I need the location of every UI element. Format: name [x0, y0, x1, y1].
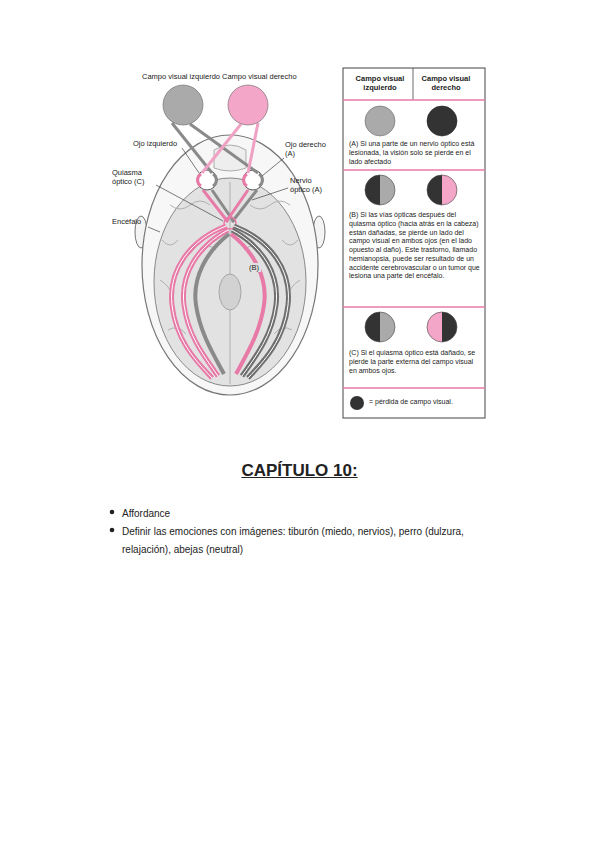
legend-swatch [350, 396, 364, 410]
nose [214, 145, 246, 171]
bullet-item: Affordance [122, 505, 502, 523]
field-heading: Campo visual izquierdo [142, 72, 220, 81]
left-eye [197, 170, 217, 190]
field-circle [365, 175, 380, 205]
legend-swatch [349, 395, 365, 411]
chapter-heading: CAPÍTULO 10: [0, 460, 599, 481]
field-circle [380, 312, 395, 342]
field-circle [427, 106, 457, 136]
anatomy-label: Encéfalo [112, 217, 148, 226]
field-circle [442, 175, 457, 205]
retina-half [213, 174, 216, 186]
retina-half [244, 174, 247, 186]
anatomy-label: Nervio óptico (A) [290, 176, 328, 195]
bullet-item: Definir las emociones con imágenes: tibu… [122, 523, 512, 559]
optic-tract-left [172, 226, 229, 378]
anatomy-label: Quiasma óptico (C) [112, 168, 154, 187]
field-circle [427, 312, 442, 342]
brain [154, 178, 306, 386]
leader-line [148, 148, 288, 232]
brain-gyri [160, 182, 300, 384]
field-circle [427, 175, 442, 205]
table-divider [413, 68, 414, 100]
visual-field-node: Campo visual derecho [222, 72, 322, 128]
table-note: (A) Si una parte de un nervio óptico est… [349, 140, 481, 166]
row-divider [343, 100, 485, 388]
visual-field-rays [172, 123, 258, 173]
table-note: (B) Si las vías ópticas después del quia… [349, 211, 481, 281]
anatomy-label: Ojo derecho (A) [285, 140, 329, 159]
table-frame [343, 68, 485, 418]
anatomy-label: (B) [247, 263, 261, 272]
retina-half [198, 174, 201, 186]
field-circle [380, 175, 395, 205]
head-outline [142, 135, 318, 395]
column-header: Campo visual izquierdo [350, 74, 410, 93]
bullet [110, 528, 115, 533]
field-heading: Campo visual derecho [222, 72, 297, 81]
field-circle [365, 312, 380, 342]
brainstem [219, 274, 241, 310]
column-header: Campo visual derecho [416, 74, 476, 93]
field-circle [365, 106, 395, 136]
legend-row: = pérdida de campo visual. [349, 395, 481, 411]
anatomy-label: Ojo izquierdo [133, 139, 193, 148]
table-note: (C) Si el quiasma óptico está dañado, se… [349, 349, 481, 375]
legend-text: = pérdida de campo visual. [369, 398, 453, 407]
right-eye [243, 170, 263, 190]
optic-tract-right [231, 226, 288, 378]
bullet [110, 510, 115, 515]
visual-field-node: Campo visual izquierdo [120, 72, 220, 128]
field-circle [442, 312, 457, 342]
